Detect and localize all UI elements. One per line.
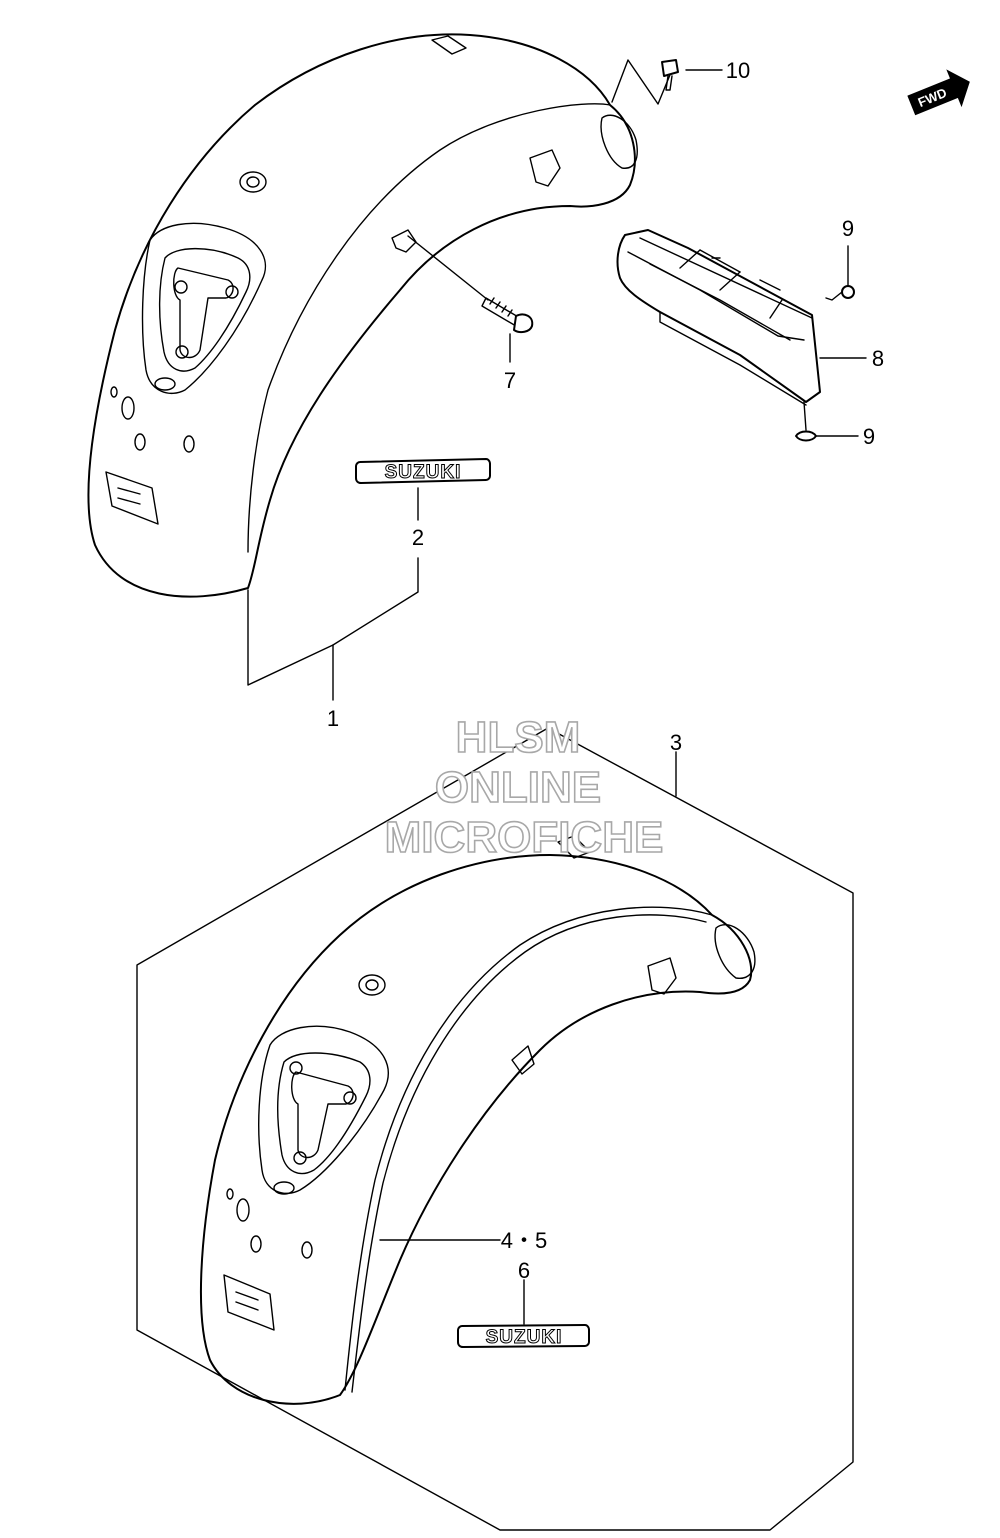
watermark-line-3: MICROFICHE [385, 813, 664, 862]
bolt-10 [611, 59, 679, 105]
leader-lines-bottom [379, 1239, 525, 1325]
callout-7: 7 [504, 368, 516, 393]
watermark: HLSM ONLINE MICROFICHE [384, 712, 664, 863]
assembly-box-3 [136, 727, 854, 1531]
callout-3: 3 [670, 730, 682, 755]
bolt-7 [407, 235, 534, 334]
rear-fender-bottom [199, 835, 756, 1405]
emblem-6: SUZUKI [457, 1324, 590, 1349]
watermark-line-1: HLSM [456, 713, 581, 762]
callout-6: 6 [518, 1258, 530, 1283]
bracket-8 [616, 229, 821, 406]
arrow-forward-icon [907, 69, 970, 116]
leader-lines-top [247, 69, 867, 701]
emblem-2-text: SUZUKI [385, 462, 462, 483]
callout-4-5: 4・5 [501, 1228, 547, 1253]
screw-9-upper [825, 285, 855, 301]
fwd-indicator: FWD [907, 69, 970, 116]
rear-fender-top [87, 33, 638, 598]
emblem-2: SUZUKI [355, 458, 491, 484]
callout-9-upper: 9 [842, 216, 854, 241]
watermark-line-2: ONLINE [435, 763, 601, 812]
callout-10: 10 [726, 58, 750, 83]
callout-1: 1 [327, 706, 339, 731]
emblem-6-text: SUZUKI [486, 1327, 563, 1348]
callout-8: 8 [872, 346, 884, 371]
callout-9-lower: 9 [863, 424, 875, 449]
screw-9-lower [795, 401, 817, 442]
callout-2: 2 [412, 525, 424, 550]
